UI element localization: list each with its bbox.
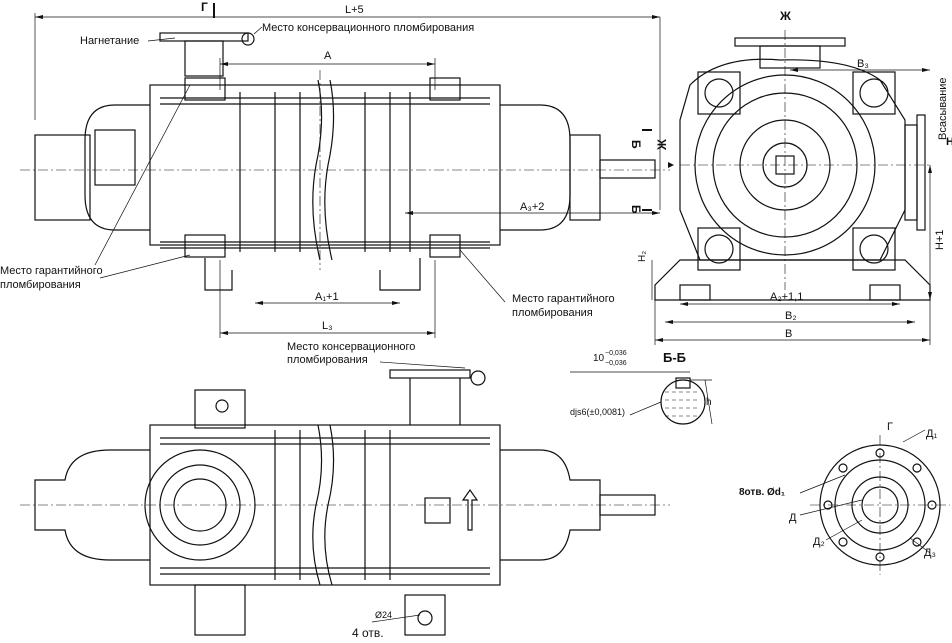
dim-d24: Ø24 xyxy=(375,610,392,620)
dim-b2: B₂ xyxy=(785,310,797,322)
dim-a: A xyxy=(324,50,332,62)
label-vsasyvanie: Всасывание xyxy=(937,77,949,140)
section-title: Б-Б xyxy=(663,350,686,365)
label-h-right: H xyxy=(946,136,952,148)
tol-base: 10 xyxy=(593,353,605,364)
label-konserv-2a: Место консервационного xyxy=(287,341,415,353)
label-mesto-gar-left: Место гарантийного xyxy=(0,265,103,277)
dim-a2: A₂+1,1 xyxy=(770,291,803,303)
mark-b-lower: Б xyxy=(629,205,643,214)
section-b-b: Б-Б 10 −0,036 −0,036 h djs6(±0,0081) xyxy=(570,350,713,425)
side-view: Ж Всасывание H B₃ H+1 xyxy=(637,9,952,345)
dim-h1: H+1 xyxy=(934,230,946,251)
label-d2: Д₂ xyxy=(813,536,825,548)
label-nagnetanie: Нагнетание xyxy=(80,35,139,47)
dim-h-shaft: h xyxy=(706,397,712,408)
label-konserv-1: Место консервационного пломбирования xyxy=(262,22,474,34)
dim-shaft-d: djs6(±0,0081) xyxy=(570,407,625,417)
dim-l3: L₃ xyxy=(322,320,333,332)
label-plomb-left: пломбирования xyxy=(0,279,81,291)
label-d: Д xyxy=(789,512,797,524)
dim-b3: B₃ xyxy=(857,58,869,70)
label-d3: Д₃ xyxy=(924,547,936,559)
mark-g-top: Г xyxy=(201,0,208,14)
dim-a1: A₁+1 xyxy=(315,291,339,303)
tol-upper: −0,036 xyxy=(605,350,627,357)
dim-a3: A₃+2 xyxy=(520,201,544,213)
label-d1: Д₁ xyxy=(926,428,937,440)
label-4-holes: 4 отв. xyxy=(352,626,384,640)
label-konserv-2b: пломбирования xyxy=(287,354,368,366)
tol-lower: −0,036 xyxy=(605,360,627,367)
mark-zh-top: Ж xyxy=(779,9,791,23)
mark-zh-side: Ж xyxy=(655,139,669,151)
front-view: L+5 Г Место консервационного пломбирован… xyxy=(0,0,674,338)
dim-b: B xyxy=(785,328,792,340)
dim-h2: H₂ xyxy=(637,251,648,262)
plan-view: Место консервационного пломбирования Ø24 xyxy=(20,341,670,640)
dim-l5: L+5 xyxy=(345,4,364,16)
label-plomb-right: пломбирования xyxy=(512,307,593,319)
label-g-flange: Г xyxy=(887,421,893,433)
label-mesto-gar-right: Место гарантийного xyxy=(512,293,615,305)
flange-view: Г Д₁ 8отв. Ød₁ Д Д₂ Д₃ xyxy=(739,421,950,575)
label-8-holes: 8отв. Ød₁ xyxy=(739,487,785,498)
mark-b-upper: Б xyxy=(629,140,643,149)
